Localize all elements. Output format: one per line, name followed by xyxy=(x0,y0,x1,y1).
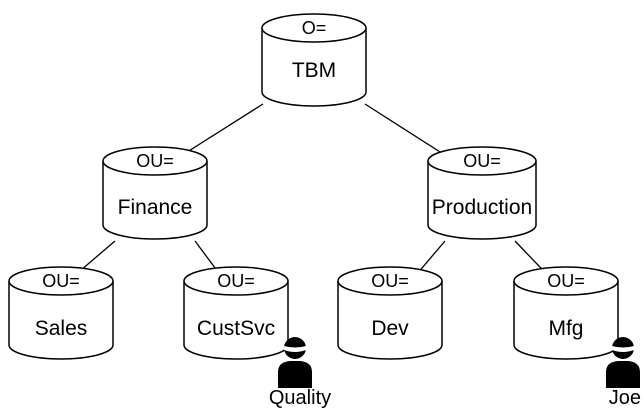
node-tbm-name: TBM xyxy=(292,59,336,82)
user-joe[interactable]: Joe xyxy=(606,337,641,409)
user-quality-label: Quality xyxy=(269,387,331,409)
node-custsvc[interactable]: OU= CustSvc xyxy=(183,266,289,360)
node-dev-body xyxy=(337,281,443,360)
node-sales-body xyxy=(8,281,114,360)
node-custsvc-name: CustSvc xyxy=(197,317,275,340)
user-quality[interactable]: Quality xyxy=(269,337,331,409)
node-mfg-top xyxy=(513,266,619,296)
node-custsvc-type-label: OU= xyxy=(217,271,255,291)
node-tbm-type-label: O= xyxy=(302,18,327,38)
node-custsvc-top xyxy=(183,266,289,296)
node-production[interactable]: OU= Production xyxy=(427,146,537,240)
node-sales[interactable]: OU= Sales xyxy=(8,266,114,360)
node-mfg[interactable]: OU= Mfg xyxy=(513,266,619,360)
user-icon xyxy=(606,337,640,388)
node-dev-top xyxy=(337,266,443,296)
node-sales-name: Sales xyxy=(35,317,88,340)
node-dev-type-label: OU= xyxy=(371,271,409,291)
node-finance-top xyxy=(102,146,208,176)
node-production-top xyxy=(427,146,537,176)
node-tbm-top xyxy=(261,13,367,43)
node-mfg-type-label: OU= xyxy=(547,271,585,291)
node-finance-name: Finance xyxy=(118,196,193,219)
node-dev-name: Dev xyxy=(371,317,409,340)
node-sales-type-label: OU= xyxy=(42,271,80,291)
node-production-name: Production xyxy=(432,196,532,219)
node-finance-body xyxy=(102,161,208,240)
node-finance-type-label: OU= xyxy=(136,151,174,171)
node-production-type-label: OU= xyxy=(463,151,501,171)
user-icon xyxy=(278,337,312,388)
node-tbm[interactable]: O= TBM xyxy=(261,13,367,107)
node-mfg-name: Mfg xyxy=(548,317,583,340)
node-tbm-body xyxy=(261,28,367,107)
node-dev[interactable]: OU= Dev xyxy=(337,266,443,360)
node-sales-top xyxy=(8,266,114,296)
node-finance[interactable]: OU= Finance xyxy=(102,146,208,240)
user-joe-label: Joe xyxy=(609,387,641,409)
node-production-body xyxy=(427,161,537,240)
